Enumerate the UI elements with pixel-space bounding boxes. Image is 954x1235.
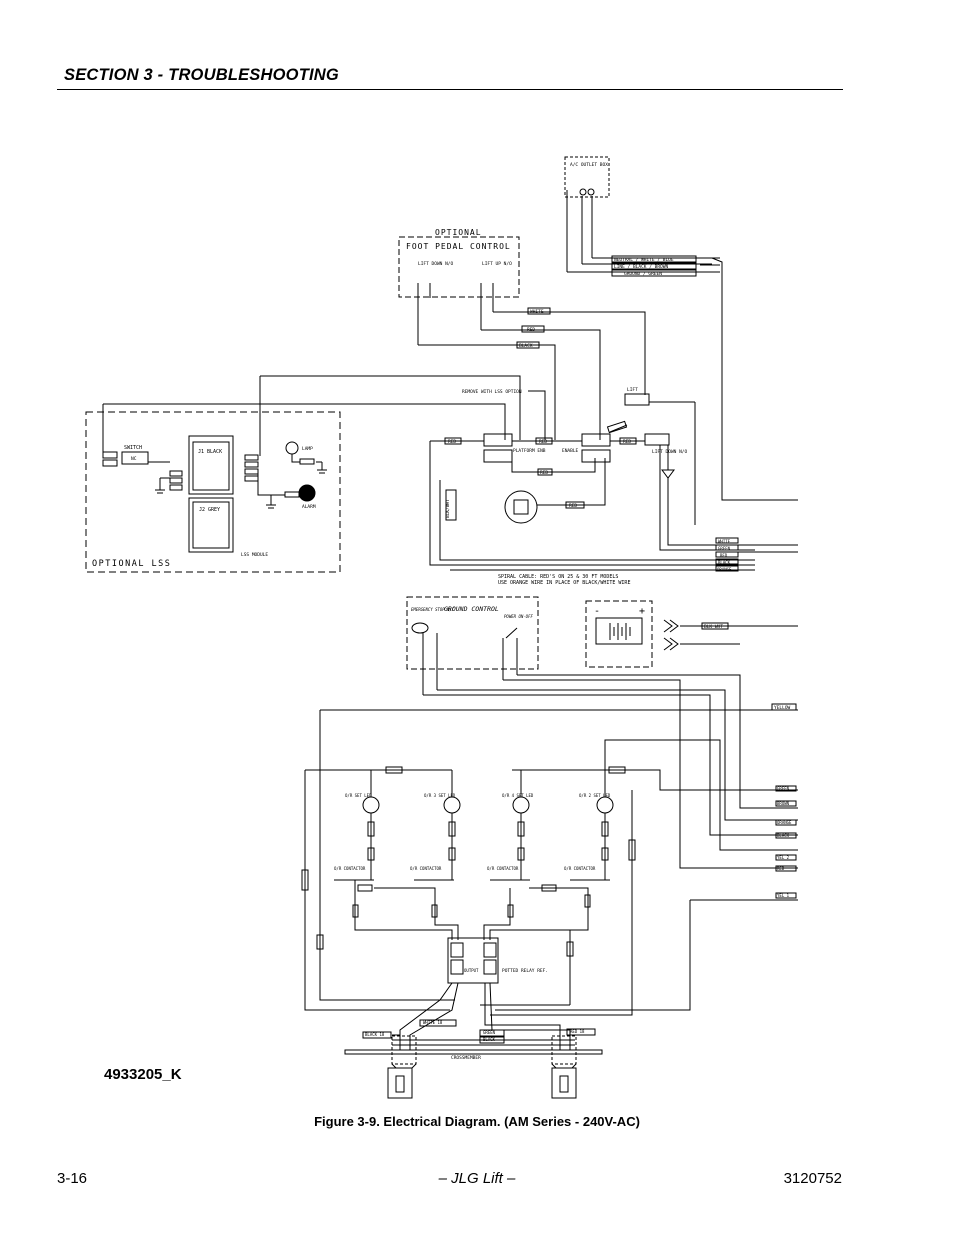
battery-plus: + — [639, 606, 645, 617]
document-number: 3120752 — [783, 1170, 842, 1187]
right-wire-black: BLACK — [777, 833, 790, 838]
outlet-label: A/C OUTLET BOX — [570, 162, 608, 168]
lss-lamp: LAMP — [302, 446, 313, 452]
spiral-wire-red: RED — [720, 553, 728, 558]
bottom-wire-red18: RED 18 — [570, 1029, 585, 1034]
spiral-note-2: USE ORANGE WIRE IN PLACE OF BLACK/WHITE … — [498, 580, 630, 586]
relay-enable: ENABLE — [562, 448, 579, 454]
mid-wire-red-4: RED — [540, 470, 548, 476]
bottom-wire-green: GREEN — [483, 1030, 496, 1035]
led-3: O/R 3 SET LED — [424, 793, 456, 798]
outlet-box — [564, 156, 610, 198]
right-wire-brown: BROWN — [777, 801, 790, 806]
section-title: SECTION 3 - TROUBLESHOOTING — [64, 66, 339, 84]
ground-control-estop: EMERGENCY STOP N/C — [411, 607, 455, 612]
spiral-note-1: SPIRAL CABLE: RED'S ON 25 & 30 FT MODELS — [498, 574, 618, 580]
spiral-wire-orange: ORANGE — [717, 567, 732, 572]
bottom-wire-black18: BLACK 18 — [365, 1032, 385, 1037]
right-wire-green: GREEN — [777, 786, 790, 791]
remove-note: REMOVE WITH LSS OPTION — [462, 389, 522, 395]
relay-lift-down: LIFT DOWN N/O — [652, 449, 688, 455]
ground-control-power: POWER ON-OFF — [504, 614, 533, 619]
right-wire-orange: ORANGE — [777, 820, 792, 825]
lift-relay — [624, 393, 650, 406]
mid-wire-red-1: RED — [448, 439, 456, 445]
alarm-symbol — [298, 484, 316, 502]
potted-relay — [447, 937, 499, 984]
bottom-wire-black: BLACK — [483, 1037, 496, 1042]
enable-relay — [581, 433, 611, 447]
spiral-wire-green: GREEN — [718, 546, 731, 551]
right-wire-yellow: YELLOW — [774, 705, 791, 711]
foot-pedal-optional: OPTIONAL — [435, 228, 482, 237]
lss-nc: NC — [131, 456, 137, 462]
contactor-3: O/R CONTACTOR — [487, 866, 519, 871]
pedal-wire-white: WHITE — [530, 309, 544, 315]
contactor-4: O/R CONTACTOR — [564, 866, 596, 871]
foot-pedal-sw2: LIFT UP N/O — [482, 261, 512, 267]
lss-module: LSS MODULE — [241, 552, 268, 558]
foot-pedal-box — [398, 236, 520, 298]
wire-neutral: NEUTRAL / WHITE / BLUE — [614, 257, 674, 263]
figure-caption: Figure 3-9. Electrical Diagram. (AM Seri… — [314, 1114, 640, 1129]
horn-symbol — [504, 490, 538, 524]
lss-switch: SWITCH — [124, 445, 142, 451]
wire-line: LINE / BLACK / BROWN — [614, 264, 668, 270]
header-rule — [57, 89, 843, 90]
page-number: 3-16 — [57, 1170, 88, 1187]
pedal-wire-black: BLACK — [519, 343, 533, 349]
mid-wire-red-5: RED — [569, 503, 577, 509]
footer-brand: – JLG Lift – — [438, 1170, 516, 1187]
lss-label: OPTIONAL LSS — [92, 559, 171, 569]
battery-wire: BLK WHT — [704, 624, 723, 630]
ground-control-box — [406, 596, 539, 670]
lss-alarm: ALARM — [302, 504, 316, 510]
platform-relay — [483, 433, 513, 447]
spiral-wire-white: WHITE — [718, 539, 731, 544]
spiral-wire-black: BLACK — [718, 560, 731, 565]
contactor-1: O/R CONTACTOR — [334, 866, 366, 871]
led-4: O/R 4 SET LED — [502, 793, 534, 798]
mid-wire-red-2: RED — [539, 439, 547, 445]
foot-pedal-title: FOOT PEDAL CONTROL — [406, 242, 511, 251]
lss-box — [85, 411, 341, 573]
crossmember — [344, 1049, 603, 1055]
lss-j2: J2 GREY — [199, 507, 220, 513]
pedal-wire-red: RED — [527, 327, 535, 333]
potted-relay-label: POTTED RELAY REF. — [502, 968, 548, 974]
crossmember-label: CROSSMEMBER — [451, 1055, 481, 1061]
lamp-symbol — [285, 441, 299, 455]
battery-minus: - — [594, 606, 600, 617]
lss-j1: J1 BLACK — [198, 449, 222, 455]
right-wire-red: RED — [777, 866, 785, 871]
right-wire-yel1: YEL 1 — [777, 893, 790, 898]
mid-wire-blkwht: BLK/WHT — [445, 499, 451, 518]
led-1: O/R SET LED — [345, 793, 372, 798]
ground-control-title: GROUND CONTROL — [444, 605, 499, 613]
lift-down-relay — [644, 433, 670, 446]
bottom-wire-white18: WHITE 18 — [423, 1020, 443, 1025]
contactor-2: O/R CONTACTOR — [410, 866, 442, 871]
wire-ground: GROUND / GREEN — [624, 271, 662, 277]
drawing-number: 4933205_K — [104, 1066, 182, 1083]
right-wire-yel2: YEL 2 — [777, 855, 790, 860]
relay-platform: PLATFORM ENB — [513, 448, 546, 454]
output-label: OUTPUT — [464, 968, 479, 973]
foot-pedal-sw1: LIFT DOWN N/O — [418, 261, 454, 267]
relay-lift: LIFT — [627, 387, 638, 393]
led-2: O/R 2 SET LED — [579, 793, 611, 798]
battery-box — [585, 600, 653, 668]
mid-wire-red-3: RED — [623, 439, 631, 445]
